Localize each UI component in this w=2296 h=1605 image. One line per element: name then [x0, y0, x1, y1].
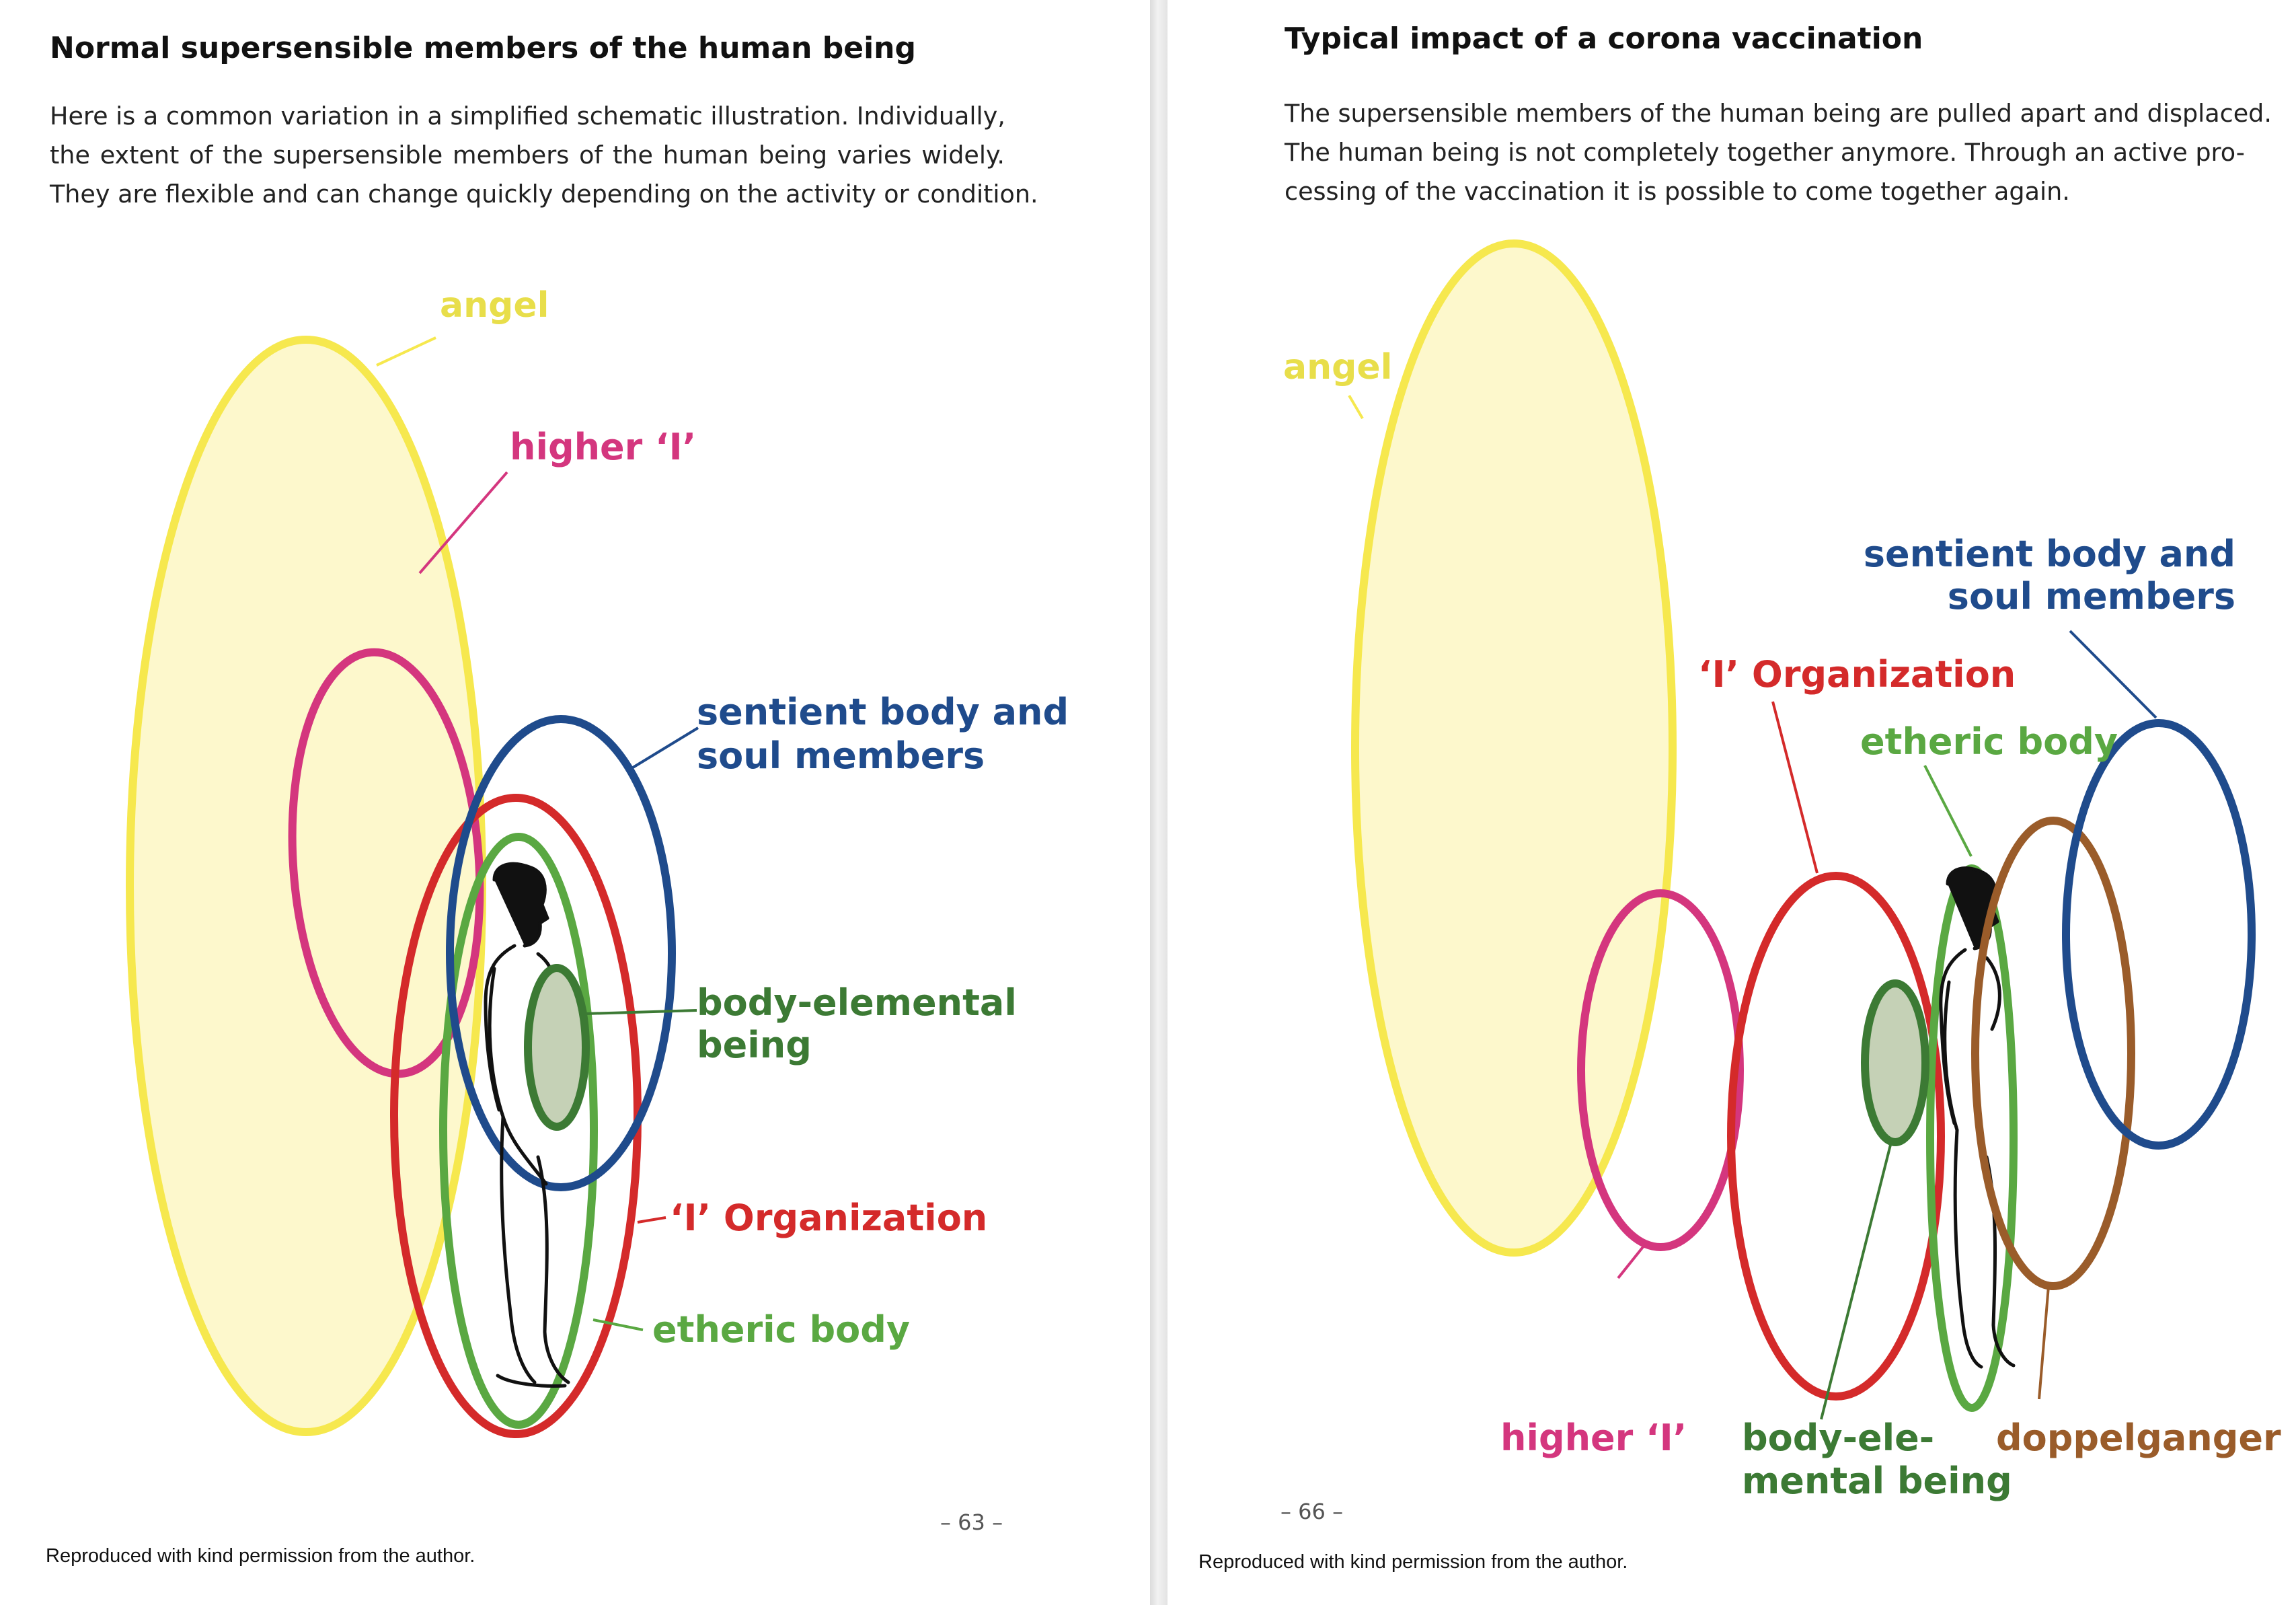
right-label-i-organization: ‘I’ Organization: [1698, 653, 2016, 696]
right-paragraph-line-2: The human being is not completely togeth…: [1285, 138, 2245, 167]
right-sentient-leader: [2069, 630, 2157, 719]
left-i-organization-leader: [637, 1216, 666, 1224]
right-credit: Reproduced with kind permission from the…: [1198, 1551, 1628, 1573]
book-gutter: [1150, 0, 1168, 1605]
right-higher-i-leader: [1617, 1243, 1646, 1279]
left-paragraph-line-3: They are flexible and can change quickly…: [50, 180, 1038, 209]
left-label-sentient-line-1: sentient body and: [697, 691, 1069, 733]
left-label-body-elemental-line-1: body-elemental: [697, 981, 1017, 1024]
right-body-elemental-leader: [1820, 1142, 1892, 1420]
right-page-paragraph: The supersensible members of the human b…: [1285, 94, 2272, 211]
left-page-paragraph: Here is a common variation in a simplifi…: [50, 97, 1038, 214]
left-etheric-body-ellipse: [439, 833, 598, 1429]
right-angel-ellipse: [1351, 239, 1677, 1257]
left-paragraph-line-1: Here is a common variation in a simplifi…: [50, 102, 1005, 130]
left-label-etheric-body: etheric body: [652, 1308, 910, 1351]
right-diagram: angel sentient body and soul members ‘I’…: [1283, 239, 2281, 1502]
right-angel-leader: [1348, 394, 1364, 420]
left-label-higher-i: higher ‘I’: [510, 426, 696, 468]
left-label-body-elemental-line-2: being: [697, 1024, 812, 1066]
left-body-elemental-ellipse: [524, 964, 590, 1131]
right-i-organization-ellipse: [1727, 872, 1945, 1401]
left-page: Normal supersensible members of the huma…: [46, 31, 1069, 1567]
left-angel-leader: [376, 336, 436, 367]
left-body-elemental-leader: [585, 1009, 697, 1015]
right-paragraph-line-1: The supersensible members of the human b…: [1285, 99, 2272, 128]
right-sentient-body-ellipse: [2062, 719, 2256, 1150]
left-higher-i-leader: [418, 471, 508, 574]
right-label-sentient-line-2: soul members: [1948, 575, 2235, 618]
right-label-sentient-line-1: sentient body and: [1864, 533, 2235, 575]
right-doppelganger-leader: [2038, 1285, 2050, 1400]
left-label-sentient-line-2: soul members: [697, 735, 985, 777]
left-page-heading: Normal supersensible members of the huma…: [50, 31, 916, 65]
left-label-i-organization: ‘I’ Organization: [670, 1197, 987, 1239]
left-page-number: – 63 –: [940, 1509, 1003, 1535]
right-i-organization-leader: [1771, 701, 1819, 874]
right-label-higher-i: higher ‘I’: [1500, 1417, 1687, 1459]
left-higher-i-ellipse: [288, 648, 484, 1078]
left-credit: Reproduced with kind permission from the…: [46, 1545, 475, 1567]
left-sentient-body-ellipse: [446, 715, 676, 1191]
right-paragraph-line-3: cessing of the vaccination it is possibl…: [1285, 177, 2070, 206]
right-label-angel: angel: [1283, 347, 1392, 387]
right-label-body-elemental-line-2: mental being: [1742, 1460, 2012, 1502]
right-label-doppelganger: doppelganger: [1996, 1417, 2281, 1459]
right-page-number: – 66 –: [1280, 1499, 1344, 1524]
right-label-body-elemental-line-1: body-ele-: [1742, 1417, 1934, 1459]
right-etheric-leader: [1923, 765, 1973, 857]
left-label-angel: angel: [440, 285, 549, 326]
right-page-heading: Typical impact of a corona vaccination: [1285, 22, 1923, 56]
left-etheric-leader: [592, 1318, 644, 1331]
left-paragraph-line-2: the extent of the supersensible members …: [50, 141, 1005, 170]
right-page: Typical impact of a corona vaccination T…: [1168, 0, 2296, 1605]
right-body-elemental-ellipse: [1861, 979, 1929, 1146]
right-label-etheric-body: etheric body: [1860, 720, 2118, 763]
right-higher-i-ellipse: [1577, 889, 1744, 1251]
right-doppelganger-ellipse: [1971, 817, 2135, 1290]
left-sentient-leader: [632, 726, 699, 769]
left-diagram: angel higher ‘I’ sentient body and soul …: [126, 285, 1069, 1438]
